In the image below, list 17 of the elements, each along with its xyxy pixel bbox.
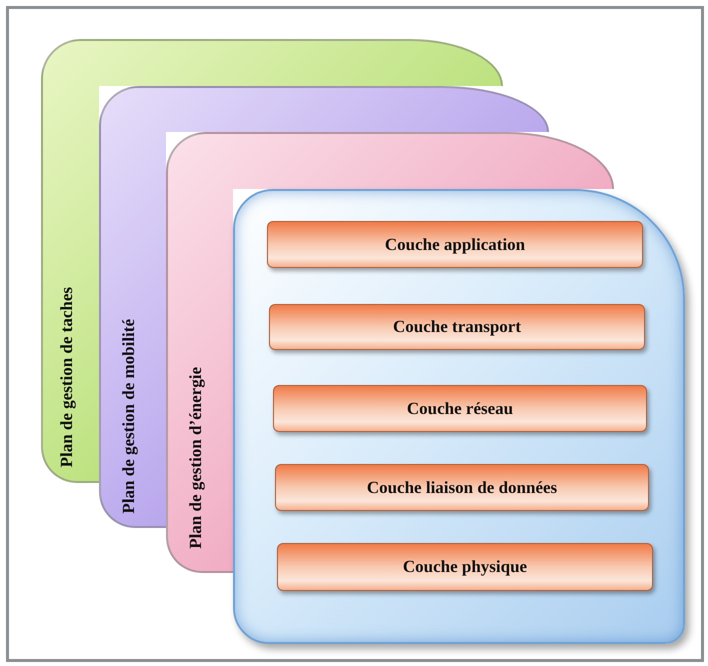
layer-bar — [277, 543, 653, 591]
plane-label: Plan de gestion de mobilité — [119, 319, 139, 514]
layer-bar — [273, 385, 647, 432]
plane-label: Plan de gestion d’énergie — [186, 367, 206, 549]
plane-panel — [166, 132, 233, 573]
layer-bar — [269, 304, 645, 350]
layer-bar — [267, 221, 643, 268]
layer-bar — [275, 464, 649, 511]
plane-panel — [41, 39, 99, 483]
layer-label: Couche liaison de données — [366, 478, 558, 498]
layer-label: Couche réseau — [406, 398, 514, 418]
plane-panel — [99, 86, 166, 528]
plane-label: Plan de gestion de taches — [57, 286, 77, 467]
layer-label: Couche application — [384, 234, 526, 254]
stack-panel — [233, 189, 685, 644]
layer-label: Couche physique — [402, 557, 528, 577]
layer-label: Couche transport — [393, 317, 521, 337]
